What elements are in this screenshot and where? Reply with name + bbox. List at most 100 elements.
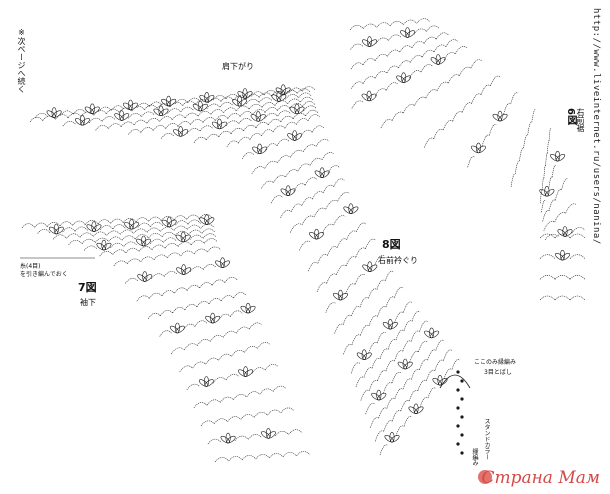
- fig8-chain-arc: [333, 215, 346, 226]
- fig6-chain-arc: [389, 21, 404, 27]
- fig8-chain-arc: [377, 306, 387, 317]
- fig8-chain-arc: [227, 113, 241, 119]
- fig6-chain-arc: [425, 89, 438, 99]
- fig8-chain-arc: [289, 223, 303, 233]
- fig8-chain-arc: [374, 255, 385, 266]
- fig8-chain-arc: [186, 128, 201, 134]
- fig6-chain-arc: [543, 220, 555, 231]
- fig7-chain-arc: [170, 347, 185, 355]
- fig8-chain-arc: [245, 99, 260, 105]
- fig8-chain-arc: [274, 100, 288, 106]
- fig8-chain-arc: [336, 238, 347, 248]
- fig6-leaf-stitch: [560, 253, 570, 261]
- fig6-chain-arc: [551, 164, 557, 178]
- fig6-chain-arc: [514, 160, 520, 175]
- fig8-leaf-stitch: [217, 121, 227, 130]
- fig8-chain-arc: [301, 215, 315, 225]
- fig7-chain-arc: [174, 287, 188, 294]
- fig8-chain-arc: [325, 302, 336, 313]
- edge-stitch-markers: [20, 257, 471, 455]
- fig8-chain-arc: [302, 144, 317, 153]
- fig7-chain-arc: [203, 238, 218, 244]
- fig8-chain-arc: [218, 130, 232, 137]
- fig8-chain-arc: [230, 127, 244, 134]
- fig6-chain-arc: [539, 275, 556, 280]
- fig8-chain-arc: [241, 152, 255, 160]
- fig8-chain-arc: [280, 115, 294, 122]
- fig6-chain-arc: [539, 295, 556, 301]
- fig8-chain-arc: [108, 123, 122, 129]
- fig7-chain-arc: [148, 216, 162, 222]
- fig7-chain-arc: [180, 250, 195, 257]
- fig8-leaf-stitch: [159, 108, 169, 116]
- fig7-chain-arc: [164, 243, 179, 249]
- fig7-chain-arc: [228, 456, 243, 462]
- fig8-chain-arc: [411, 368, 420, 380]
- fig8-chain-arc: [226, 140, 239, 148]
- fig7-chain-arc: [85, 220, 99, 225]
- fig8-chain-arc: [153, 125, 166, 131]
- fig8-chain-arc: [236, 105, 250, 112]
- fig7-chain-arc: [234, 435, 249, 441]
- fig7-chain-arc: [153, 254, 168, 261]
- fig8-leaf-stitch: [403, 361, 413, 370]
- fig8-chain-arc: [411, 311, 421, 322]
- fig7-chain-arc: [113, 260, 128, 267]
- fig7-chain-arc: [160, 226, 175, 232]
- fig6-chain-arc: [374, 70, 387, 79]
- fig8-chain-arc: [394, 287, 404, 298]
- fig8-chain-arc: [263, 90, 278, 96]
- fig8-chain-arc: [225, 120, 239, 127]
- fig7-chain-arc: [134, 234, 149, 240]
- edge-stitch-dot: [460, 379, 464, 383]
- fig7-leaf-stitch: [226, 435, 236, 444]
- fig7-chain-arc: [112, 249, 127, 255]
- fig8-chain-arc: [219, 102, 234, 108]
- fig8-chain-arc: [409, 390, 419, 402]
- fig6-chain-arc: [467, 156, 476, 168]
- fig8-chain-arc: [292, 112, 306, 119]
- fig6-chain-arc: [519, 147, 524, 162]
- fig6-chain-arc: [414, 96, 426, 106]
- fig6-chain-arc: [555, 189, 562, 201]
- fig8-chain-arc: [346, 230, 357, 240]
- fig8-chain-arc: [360, 389, 370, 401]
- fig6-chain-arc: [480, 84, 491, 95]
- fig7-chain-arc: [151, 244, 166, 250]
- fig8-chain-arc: [333, 178, 345, 187]
- fig6-chain-arc: [548, 199, 556, 212]
- fig7-leaf-stitch: [129, 222, 139, 230]
- fig7-chain-arc: [62, 227, 76, 233]
- fig7-chain-arc: [193, 402, 208, 409]
- fig8-chain-arc: [193, 136, 207, 143]
- fig8-chain-arc: [434, 359, 444, 371]
- fig8-chain-arc: [261, 129, 274, 136]
- fig6-leaf-stitch: [545, 189, 555, 197]
- fig6-chain-arc: [545, 152, 548, 166]
- fig8-chain-arc: [258, 97, 273, 103]
- fig6-chain-arc: [531, 108, 537, 123]
- fig7-chain-arc: [222, 330, 237, 338]
- fig7-chain-arc: [200, 223, 215, 229]
- fig8-chain-arc: [312, 191, 324, 200]
- fig7-chain-arc: [186, 284, 200, 291]
- fig8-chain-arc: [167, 108, 181, 114]
- fig8-chain-arc: [136, 102, 150, 108]
- edge-note-a: ここのみ縁編み: [474, 359, 517, 366]
- fig8-chain-arc: [252, 109, 266, 115]
- fig7-chain-arc: [208, 298, 222, 305]
- fig7-leaf-stitch: [54, 226, 64, 235]
- fig6-chain-arc: [386, 82, 399, 91]
- fig8-chain-arc: [182, 100, 196, 106]
- fig8-leaf-stitch: [429, 330, 440, 339]
- fig8-chain-arc: [277, 155, 291, 163]
- fig8-chain-arc: [111, 105, 125, 111]
- fig6-chain-arc: [445, 39, 458, 47]
- fig7-chain-arc: [282, 452, 297, 458]
- fig8-chain-arc: [391, 371, 401, 384]
- figure-8-chart: [29, 84, 461, 456]
- fig7-chain-arc: [199, 282, 213, 289]
- fig8-chain-arc: [133, 119, 148, 126]
- fig8-chain-arc: [98, 106, 112, 112]
- fig7-chain-arc: [121, 235, 136, 241]
